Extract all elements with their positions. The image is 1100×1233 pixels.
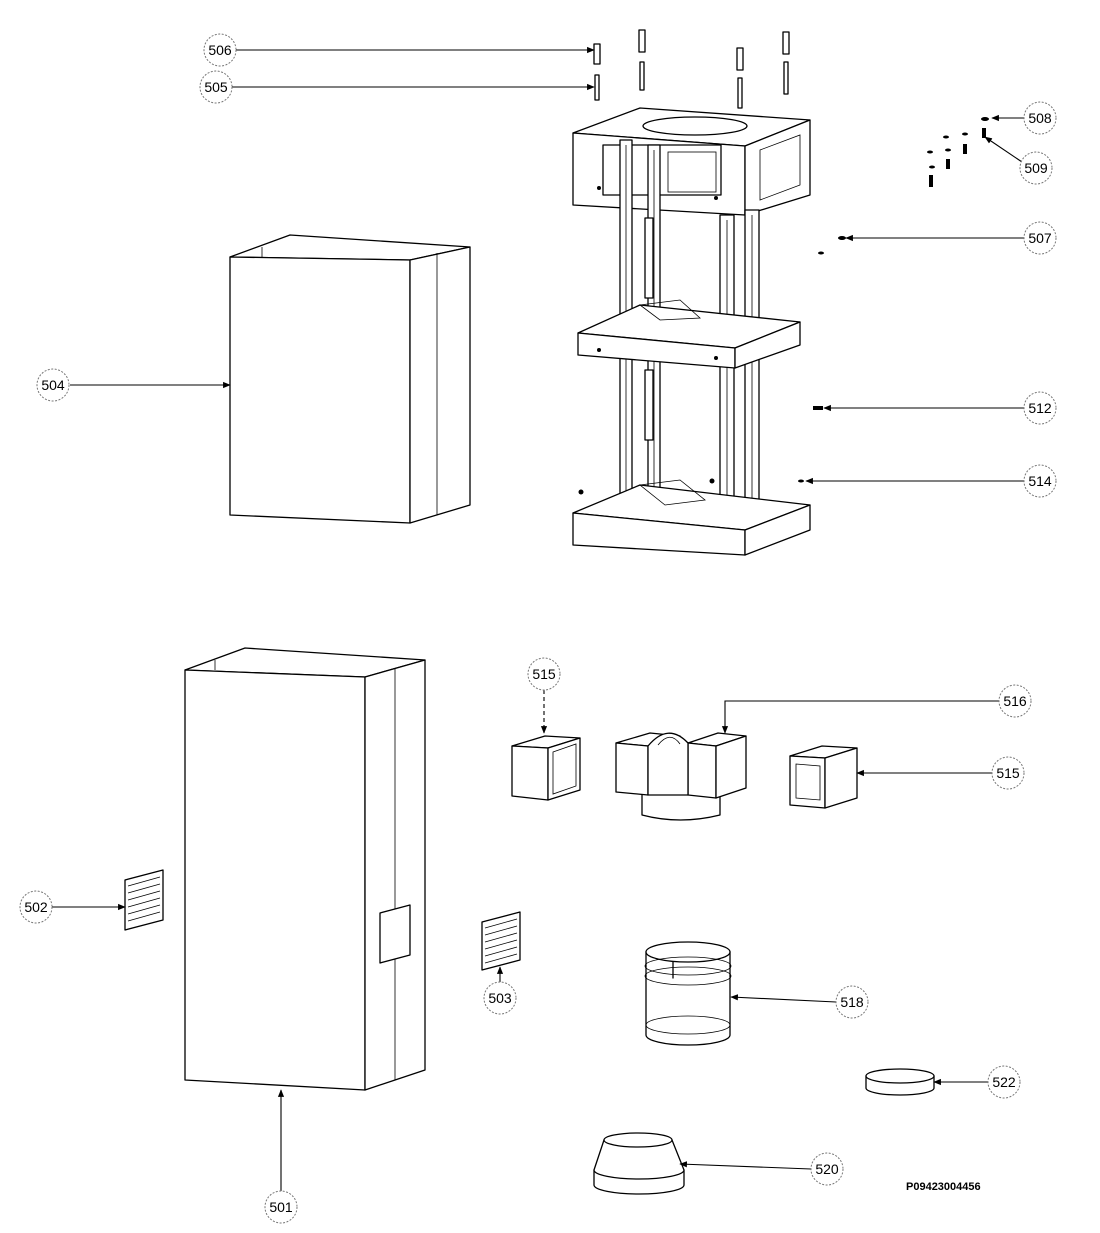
callout-505: 505 [199, 70, 233, 104]
callout-509: 509 [1019, 151, 1053, 185]
callout-label-518: 518 [840, 994, 864, 1010]
callout-515-left: 515 [527, 657, 561, 691]
lower-chimney-cover-501 [184, 647, 426, 1091]
callout-515-right: 515 [991, 756, 1025, 790]
callout-label-501: 501 [269, 1199, 293, 1215]
duct-adapter-515-left [511, 735, 581, 801]
callout-label-508: 508 [1028, 110, 1052, 126]
callout-520: 520 [810, 1152, 844, 1186]
callout-501: 501 [264, 1190, 298, 1224]
callout-label-502: 502 [24, 899, 48, 915]
callout-508: 508 [1023, 101, 1057, 135]
callout-512: 512 [1023, 391, 1057, 425]
duct-splitter-516 [615, 732, 747, 821]
callout-label-520: 520 [815, 1161, 839, 1177]
callout-502: 502 [19, 890, 53, 924]
callout-507: 507 [1023, 221, 1057, 255]
callout-label-505: 505 [204, 79, 228, 95]
small-screws-509 [798, 117, 989, 483]
leader-lines [52, 46, 1025, 1192]
callout-506: 506 [203, 33, 237, 67]
callout-516: 516 [998, 684, 1032, 718]
callout-518: 518 [835, 985, 869, 1019]
vent-grille-503 [481, 911, 521, 971]
callout-label-515-left: 515 [532, 666, 556, 682]
callout-label-514: 514 [1028, 473, 1052, 489]
callout-522: 522 [987, 1065, 1021, 1099]
wall-plugs-506 [593, 29, 790, 71]
duct-pipe-518 [644, 941, 732, 1046]
drawing-code: P09423004456 [906, 1181, 981, 1193]
callout-503: 503 [483, 981, 517, 1015]
callout-label-522: 522 [992, 1074, 1016, 1090]
callout-label-504: 504 [41, 377, 65, 393]
callout-514: 514 [1023, 464, 1057, 498]
vent-grille-502 [124, 869, 164, 931]
screws-505 [594, 61, 789, 109]
callout-label-516: 516 [1003, 693, 1027, 709]
callout-label-506: 506 [208, 42, 232, 58]
upper-chimney-cover-504 [229, 234, 471, 524]
callout-label-512: 512 [1028, 400, 1052, 416]
callout-label-509: 509 [1024, 160, 1048, 176]
callout-label-503: 503 [488, 990, 512, 1006]
callout-label-515-right: 515 [996, 765, 1020, 781]
callout-label-507: 507 [1028, 230, 1052, 246]
filter-disc-522 [865, 1068, 935, 1096]
callout-504: 504 [36, 368, 70, 402]
support-frame [572, 107, 811, 556]
duct-adapter-515-right [789, 745, 858, 809]
reducer-ring-520 [593, 1132, 685, 1195]
